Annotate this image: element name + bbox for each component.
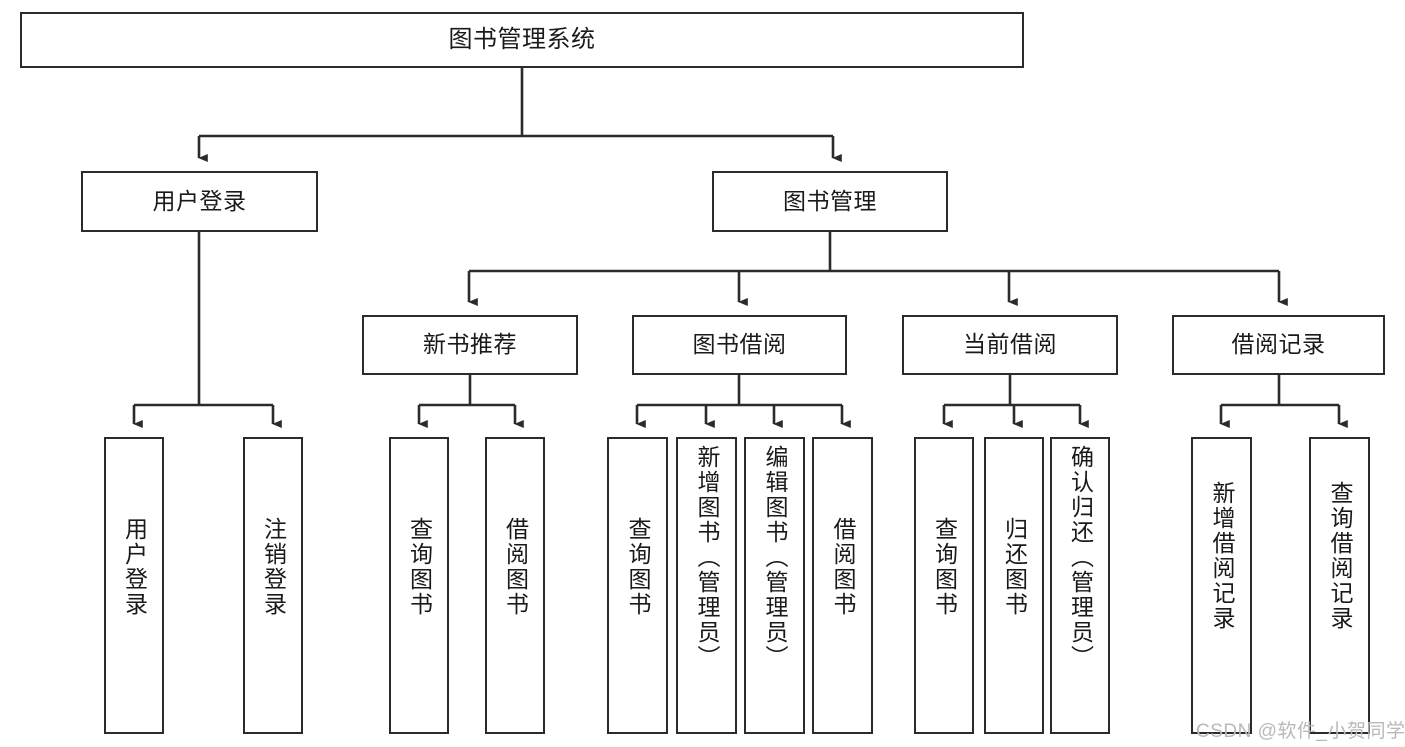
node-leaf-query-record[interactable]: 查询借阅记录 <box>1309 437 1370 734</box>
node-leaf-add-book[interactable]: 新增图书（管理员） <box>676 437 737 734</box>
node-leaf-query-book-rec[interactable]: 查询图书 <box>389 437 449 734</box>
node-leaf-query-book-rec-label: 查询图书 <box>406 517 433 617</box>
edges-newbookrec-to-leaves <box>417 375 524 428</box>
node-leaf-query-book[interactable]: 查询图书 <box>607 437 668 734</box>
node-root[interactable]: 图书管理系统 <box>20 12 1024 68</box>
node-leaf-user-login-label: 用户登录 <box>121 517 148 617</box>
node-user-login[interactable]: 用户登录 <box>81 171 318 232</box>
node-borrow-record-label: 借阅记录 <box>1231 331 1326 358</box>
node-book-manage[interactable]: 图书管理 <box>712 171 948 232</box>
node-new-book-rec[interactable]: 新书推荐 <box>362 315 578 375</box>
node-current-borrow[interactable]: 当前借阅 <box>902 315 1118 375</box>
node-leaf-query-book-cur[interactable]: 查询图书 <box>914 437 974 734</box>
node-leaf-confirm-return[interactable]: 确认归还（管理员） <box>1050 437 1110 734</box>
node-root-label: 图书管理系统 <box>448 25 596 53</box>
node-leaf-confirm-return-label: 确认归还（管理员） <box>1067 445 1094 670</box>
edges-borrowrecord-to-leaves <box>1219 375 1348 428</box>
edges-currentborrow-to-leaves <box>942 375 1089 428</box>
node-leaf-return-book-label: 归还图书 <box>1001 517 1028 617</box>
node-book-manage-label: 图书管理 <box>783 187 877 214</box>
node-leaf-edit-book-label: 编辑图书（管理员） <box>762 445 788 670</box>
edges-bookmanage-to-level3 <box>467 232 1288 306</box>
node-current-borrow-label: 当前借阅 <box>963 331 1057 358</box>
node-leaf-query-book-label: 查询图书 <box>625 517 651 617</box>
node-leaf-query-book-cur-label: 查询图书 <box>931 517 958 617</box>
node-leaf-edit-book[interactable]: 编辑图书（管理员） <box>744 437 805 734</box>
node-book-borrow[interactable]: 图书借阅 <box>632 315 847 375</box>
node-user-login-label: 用户登录 <box>152 187 247 214</box>
node-leaf-logout[interactable]: 注销登录 <box>243 437 303 734</box>
edges-bookborrow-to-leaves <box>635 375 851 428</box>
node-leaf-add-record-label: 新增借阅记录 <box>1209 481 1235 631</box>
node-leaf-borrow-book-rec-label: 借阅图书 <box>502 517 529 617</box>
node-borrow-record[interactable]: 借阅记录 <box>1172 315 1385 375</box>
edges-userlogin-to-leaves <box>132 232 282 428</box>
node-leaf-add-record[interactable]: 新增借阅记录 <box>1191 437 1252 734</box>
node-leaf-query-record-label: 查询借阅记录 <box>1327 481 1353 631</box>
node-leaf-user-login[interactable]: 用户登录 <box>104 437 164 734</box>
node-leaf-logout-label: 注销登录 <box>260 517 287 617</box>
node-leaf-borrow-book-rec[interactable]: 借阅图书 <box>485 437 545 734</box>
csdn-watermark: CSDN @软件_小贺同学 <box>1196 721 1405 742</box>
node-leaf-return-book[interactable]: 归还图书 <box>984 437 1044 734</box>
node-leaf-add-book-label: 新增图书（管理员） <box>694 445 720 670</box>
node-leaf-borrow-book[interactable]: 借阅图书 <box>812 437 873 734</box>
node-leaf-borrow-book-label: 借阅图书 <box>830 517 856 617</box>
node-book-borrow-label: 图书借阅 <box>692 331 787 358</box>
edges-root-to-level2 <box>197 68 842 162</box>
node-new-book-rec-label: 新书推荐 <box>423 331 517 358</box>
